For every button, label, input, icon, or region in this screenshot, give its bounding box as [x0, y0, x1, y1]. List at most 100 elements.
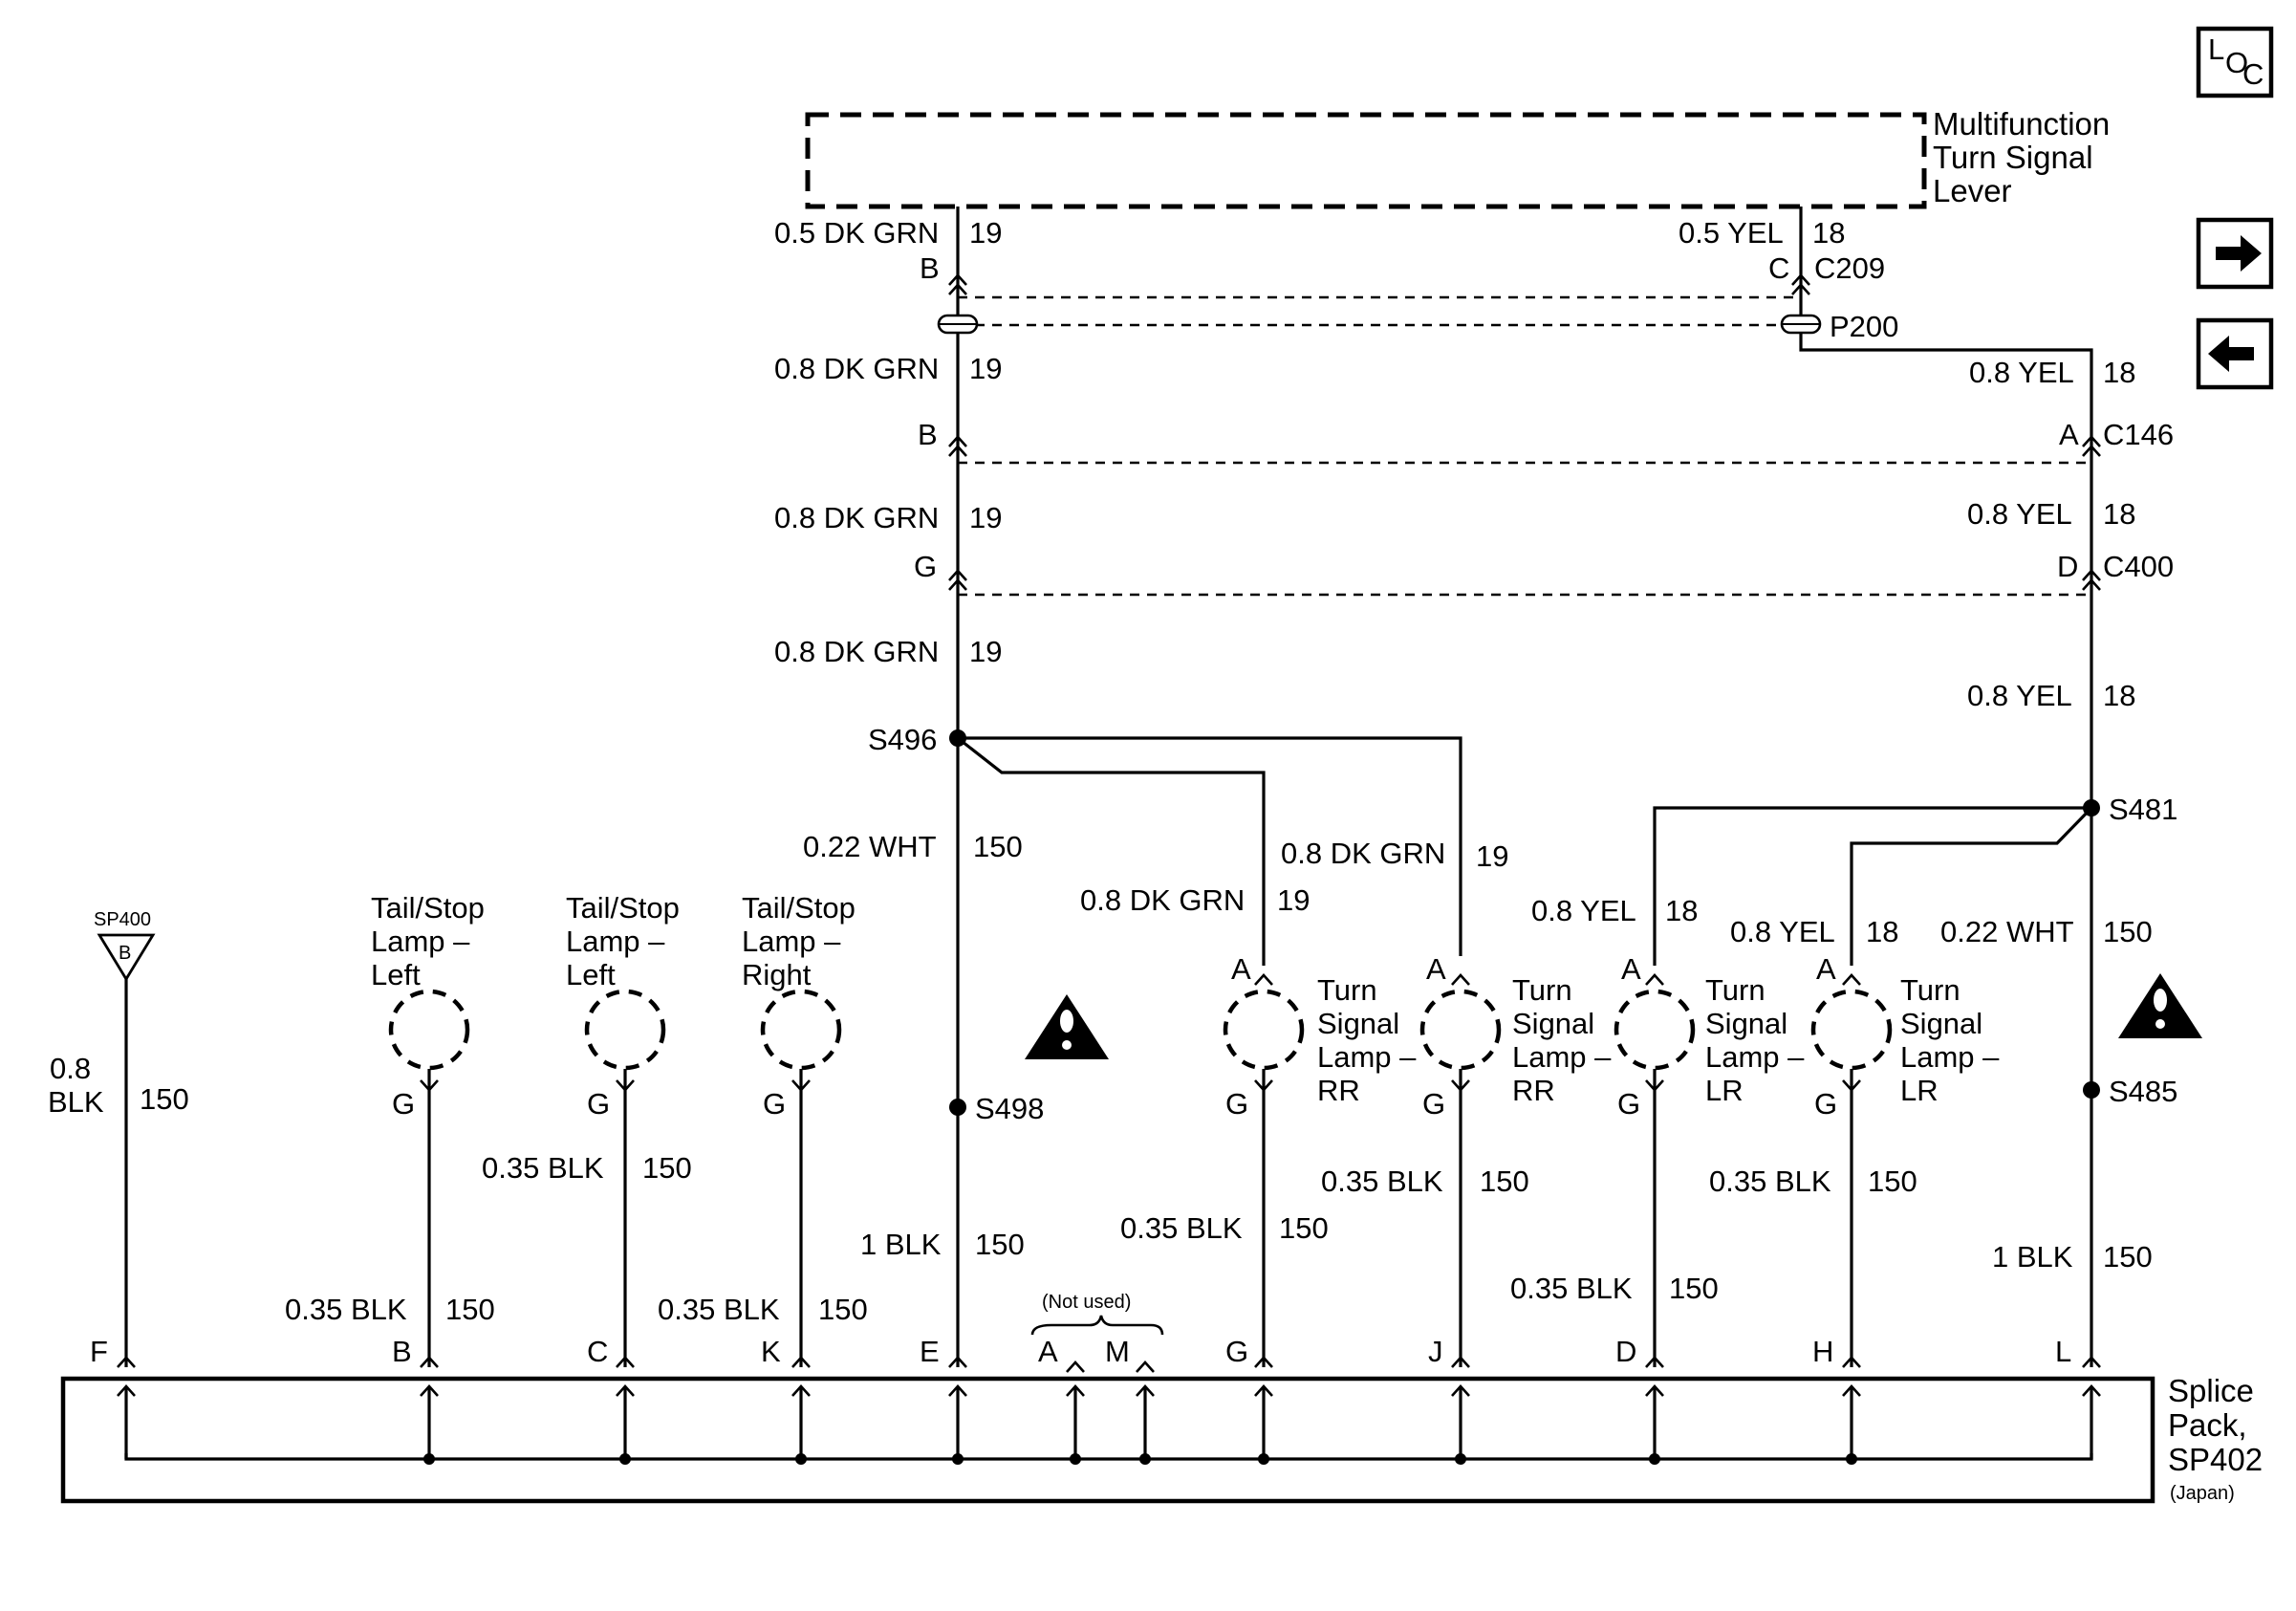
- wire-label-yel-08: 0.8 YEL: [1531, 894, 1636, 927]
- wire-label-yel-08: 0.8 YEL: [1967, 497, 2072, 531]
- lamp-label: LR: [1900, 1074, 1939, 1107]
- wire-label-yel-08: 0.8 YEL: [1730, 915, 1835, 948]
- lamp-label: Lamp –: [1512, 1040, 1612, 1074]
- turn-signal-lamp-rr-2: [1419, 973, 1502, 1367]
- wire-label-blk-035: 0.35 BLK: [285, 1293, 407, 1326]
- splice-pin-label: C: [587, 1335, 608, 1368]
- tail-stop-lamp-left-1: [388, 989, 470, 1367]
- circuit-label: 150: [1279, 1211, 1329, 1245]
- splice-s485: [2083, 1081, 2100, 1099]
- circuit-label: 18: [1665, 894, 1698, 927]
- wire-label-yel-08: 0.8 YEL: [1967, 679, 2072, 712]
- pin-label: A: [1426, 952, 1446, 986]
- lamp-label: Signal: [1317, 1007, 1399, 1040]
- c209-pin-c: C: [1768, 251, 1789, 285]
- splice-pin-label: E: [920, 1335, 940, 1368]
- circuit-label: 18: [1812, 216, 1845, 250]
- forward-arrow-icon[interactable]: [2196, 217, 2274, 290]
- c400-pin-d: D: [2057, 550, 2078, 583]
- wire-label-blk-08: 0.8: [50, 1052, 91, 1085]
- wire-label-blk-035: 0.35 BLK: [1709, 1165, 1831, 1198]
- circuit-label: 19: [969, 501, 1002, 534]
- tail-stop-lamp-left-2: [584, 989, 666, 1367]
- lamp-label: RR: [1317, 1074, 1360, 1107]
- circuit-label: 18: [2103, 356, 2135, 389]
- circuit-label: 150: [642, 1151, 692, 1185]
- splice-pin-label: G: [1225, 1335, 1248, 1368]
- splice-pin-label: H: [1812, 1335, 1833, 1368]
- p200-label: P200: [1830, 310, 1898, 343]
- wire-label-blk-08: BLK: [48, 1085, 104, 1119]
- c209-label: C209: [1814, 251, 1885, 285]
- circuit-label: 150: [2103, 915, 2153, 948]
- wire-label-blk-035: 0.35 BLK: [1120, 1211, 1243, 1245]
- c146-pin-a: A: [2059, 418, 2079, 451]
- lamp-label: Turn: [1512, 973, 1572, 1007]
- c209-pin-b: B: [920, 251, 940, 285]
- lever-label-1: Multifunction: [1933, 106, 2110, 142]
- lamp-label: Lamp –: [1317, 1040, 1417, 1074]
- circuit-label: 19: [969, 216, 1002, 250]
- lamp-label: Tail/Stop: [371, 891, 485, 925]
- lamp-label: RR: [1512, 1074, 1555, 1107]
- splice-pin-label: F: [90, 1335, 108, 1368]
- circuit-label: 150: [445, 1293, 495, 1326]
- lamp-label: LR: [1705, 1074, 1744, 1107]
- circuit-label: 150: [1868, 1165, 1917, 1198]
- wire-label-yel-08: 0.8 YEL: [1969, 356, 2074, 389]
- lamp-label: Tail/Stop: [742, 891, 856, 925]
- not-used-pins: [1030, 1315, 1164, 1373]
- splice-pack-sp402: [60, 1376, 2155, 1504]
- c146-label: C146: [2103, 418, 2174, 451]
- lamp-label: Lamp –: [1705, 1040, 1805, 1074]
- turn-signal-lamp-lr-1: [1614, 973, 1696, 1367]
- splice-pack-region: (Japan): [2170, 1483, 2235, 1504]
- wire-label-blk-035: 0.35 BLK: [482, 1151, 604, 1185]
- wire-label-dkgrn-08: 0.8 DK GRN: [774, 501, 939, 534]
- pin-label: G: [1617, 1087, 1640, 1121]
- circuit-label: 18: [2103, 497, 2135, 531]
- tail-stop-lamp-right: [760, 989, 842, 1367]
- yel-main-wire: [1799, 207, 2093, 1367]
- lamp-label: Signal: [1512, 1007, 1594, 1040]
- pin-label: G: [392, 1087, 415, 1121]
- pin-label: G: [1814, 1087, 1837, 1121]
- connector-c400: [948, 569, 2101, 597]
- splice-pin-label: B: [392, 1335, 412, 1368]
- splice-pack-label: Splice: [2168, 1373, 2254, 1408]
- svg-text:L: L: [2208, 33, 2224, 66]
- warning-icon: [2118, 973, 2202, 1038]
- circuit-label: 19: [1277, 883, 1310, 917]
- sp400-label: SP400: [94, 909, 151, 930]
- wire-label-dkgrn-08: 0.8 DK GRN: [1281, 837, 1445, 870]
- wire-label-yel-05: 0.5 YEL: [1679, 216, 1784, 250]
- loc-icon[interactable]: L O C: [2196, 26, 2274, 98]
- lamp-label: Signal: [1900, 1007, 1982, 1040]
- pin-label: A: [1231, 952, 1251, 986]
- lamp-label: Lamp –: [371, 925, 470, 958]
- circuit-label: 19: [1476, 839, 1508, 873]
- splice-pack-label: SP402: [2168, 1442, 2263, 1477]
- s481-label: S481: [2109, 793, 2177, 826]
- c146-pin-b: B: [918, 418, 938, 451]
- splice-pin-label: J: [1428, 1335, 1443, 1368]
- circuit-label: 150: [973, 830, 1023, 863]
- c400-pin-g: G: [914, 550, 937, 583]
- lamp-label: Turn: [1900, 973, 1960, 1007]
- circuit-label: 19: [969, 635, 1002, 668]
- lamp-label: Lamp –: [566, 925, 665, 958]
- s496-label: S496: [868, 723, 937, 756]
- splice-pack-connector-marks: [117, 1356, 2101, 1397]
- turn-signal-lamp-rr-1: [1223, 973, 1305, 1367]
- circuit-label: 19: [969, 352, 1002, 385]
- back-arrow-icon[interactable]: [2196, 317, 2274, 390]
- wire-label-dkgrn-05: 0.5 DK GRN: [774, 216, 939, 250]
- pin-label: G: [587, 1087, 610, 1121]
- wire-label-wht: 0.22 WHT: [803, 830, 937, 863]
- lamp-label: Signal: [1705, 1007, 1787, 1040]
- wire-label-blk-1: 1 BLK: [1992, 1240, 2073, 1274]
- lamp-label: Left: [566, 958, 616, 991]
- pin-label: A: [1621, 952, 1641, 986]
- lamp-label: Turn: [1317, 973, 1377, 1007]
